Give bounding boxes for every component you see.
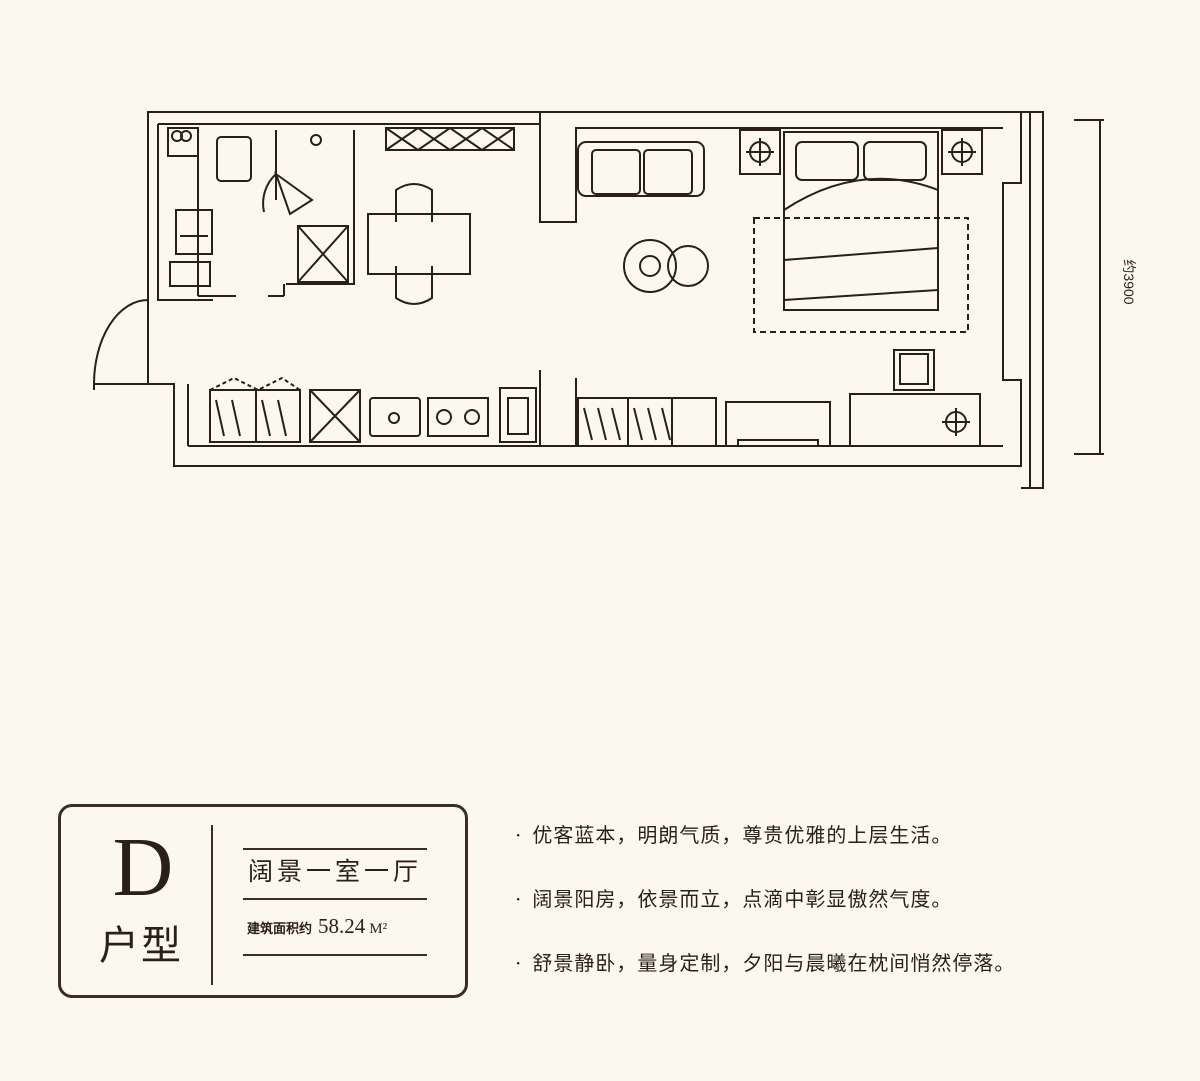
shower-door (274, 171, 314, 216)
feature-text: 舒景静卧，量身定制，夕阳与晨曦在枕间悄然停落。 (532, 951, 1016, 975)
area-unit: M² (369, 921, 388, 937)
dining-chair (395, 183, 433, 222)
bathroom-sink (175, 209, 213, 255)
wardrobe (577, 397, 717, 447)
dining-chair (395, 266, 433, 305)
feature-bullet: · (515, 951, 523, 975)
wall-cabinet (385, 127, 515, 151)
bottom-rule (243, 954, 427, 956)
oven (499, 387, 537, 443)
feature-item: · 优客蓝本，明朗气质，尊贵优雅的上层生活。 (515, 818, 1015, 882)
side-table (623, 239, 677, 293)
top-rule (243, 848, 427, 850)
bed-rug (753, 217, 969, 333)
feature-bullet: · (515, 823, 523, 847)
toilet (216, 136, 252, 182)
dining-table (367, 213, 471, 275)
unit-card (58, 804, 468, 998)
bed (783, 131, 939, 311)
mid-rule (243, 898, 427, 900)
unit-type-label: 户型 (99, 923, 183, 969)
floor-plan: 约3900 (92, 111, 1137, 489)
kitchen-sink (369, 397, 421, 437)
cooktop (427, 397, 489, 437)
inner-wall (157, 112, 1003, 301)
desk-chair (893, 349, 935, 391)
feature-item: · 舒景静卧，量身定制，夕阳与晨曦在枕间悄然停落。 (515, 946, 1015, 1010)
fridge (309, 389, 361, 443)
area-value: 58.24 (318, 914, 366, 938)
shower-tray (297, 225, 349, 283)
feature-text: 优客蓝本，明朗气质，尊贵优雅的上层生活。 (532, 823, 953, 847)
card-divider (211, 825, 213, 985)
entry-door (92, 299, 149, 385)
area-label: 建筑面积约 (247, 922, 313, 937)
unit-type-letter: D (112, 821, 174, 914)
feature-list: · 优客蓝本，明朗气质，尊贵优雅的上层生活。 · 阔景阳房，依景而立，点滴中彰显傲然… (515, 818, 1015, 1010)
window-frame (1021, 111, 1044, 489)
bathroom-wall (197, 130, 355, 297)
feature-text: 阔景阳房，依景而立，点滴中彰显傲然气度。 (532, 887, 953, 911)
nightstand (739, 129, 781, 175)
dimension-line (1074, 119, 1104, 455)
dimension-label: 约3900 (1121, 259, 1137, 304)
washer (169, 261, 211, 287)
sofa (577, 141, 705, 197)
feature-bullet: · (515, 887, 523, 911)
outer-wall (147, 111, 1022, 467)
nightstand (941, 129, 983, 175)
desk (849, 393, 981, 447)
feature-item: · 阔景阳房，依景而立，点滴中彰显傲然气度。 (515, 882, 1015, 946)
layout-name: 阔景一室一厅 (247, 857, 422, 886)
coffee-table (667, 245, 709, 287)
